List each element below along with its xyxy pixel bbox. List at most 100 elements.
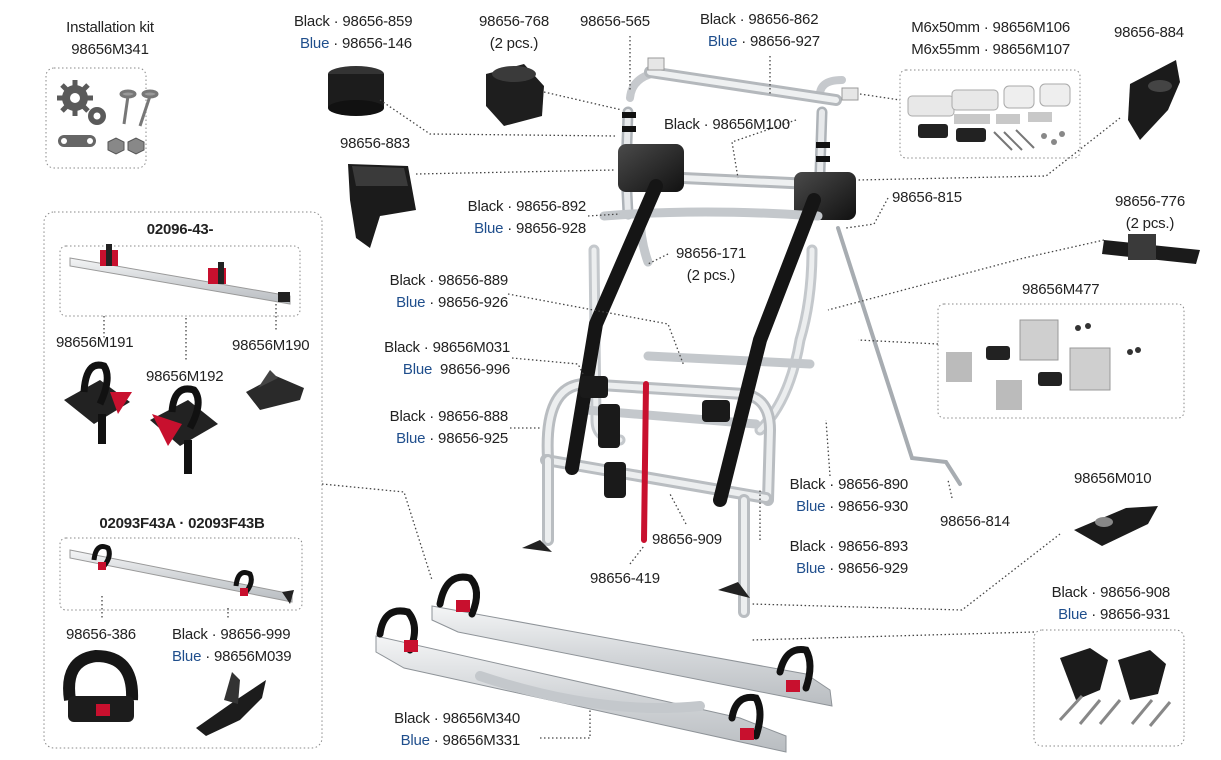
part-98656M340: Black · 98656M340 Blue · 98656M331 — [374, 708, 520, 752]
black-code: Black · 98656M031 — [384, 339, 510, 356]
part-98656-908: Black · 98656-908 Blue · 98656-931 — [1026, 582, 1171, 626]
screw-icon — [119, 89, 159, 127]
code: 98656-171 — [676, 245, 746, 262]
blue-code: · 98656-925 — [425, 430, 508, 447]
blue-code: · 98656-146 — [329, 35, 412, 52]
wheel-strap-386-illustration — [63, 649, 139, 722]
part-98656M190: 98656M190 — [232, 337, 310, 354]
tension-strap-776-illustration — [1102, 234, 1200, 264]
blue-code: 98656-996 — [432, 361, 510, 378]
part-98656-814: 98656-814 — [940, 513, 1010, 530]
part-98656-883: 98656-883 — [340, 135, 410, 152]
quantity: (2 pcs.) — [1125, 215, 1175, 232]
black-code: Black · 98656-892 — [467, 198, 587, 215]
black-code: Black · 98656-908 — [1051, 584, 1171, 601]
blue-code: · 98656-926 — [425, 294, 508, 311]
blue-code: · 98656-927 — [737, 33, 820, 50]
blue-keyword: Blue — [402, 361, 433, 378]
nut-icon — [107, 137, 145, 155]
part-98656-884: 98656-884 — [1114, 24, 1184, 41]
part-98656-889: Black · 98656-889 Blue · 98656-926 — [362, 270, 509, 314]
part-98656-892: Black · 98656-892 Blue · 98656-928 — [440, 196, 587, 240]
black-code: Black · 98656-890 — [789, 476, 909, 493]
black-code: Black · 98656M340 — [394, 710, 520, 727]
rail-a-illustration — [69, 244, 291, 305]
wheel-holder-M010-illustration — [1074, 506, 1158, 546]
blue-keyword: Blue — [796, 498, 826, 515]
screw-set-label: M6x50mm · 98656M106 M6x55mm · 98656M107 — [880, 17, 1070, 61]
part-98656-862: Black · 98656-862 Blue · 98656-927 — [700, 9, 820, 53]
quantity: (2 pcs.) — [489, 35, 539, 52]
leader-lines — [101, 36, 1121, 739]
wall-bracket-884-illustration — [1128, 60, 1180, 140]
blue-code: · 98656M039 — [201, 648, 292, 665]
part-98656M010: 98656M010 — [1074, 470, 1152, 487]
part-98656-893: Black · 98656-893 Blue · 98656-929 — [766, 536, 909, 580]
rail-b-illustration — [69, 544, 294, 604]
part-98656M477: 98656M477 — [1022, 281, 1100, 298]
screw-55mm: M6x55mm · 98656M107 — [911, 41, 1070, 58]
quantity: (2 pcs.) — [686, 267, 736, 284]
code: 98656-776 — [1115, 193, 1185, 210]
blue-keyword: Blue — [396, 294, 426, 311]
blue-code: · 98656-931 — [1087, 606, 1170, 623]
part-98656-171: 98656-171 (2 pcs.) — [664, 243, 758, 287]
part-98656M192: 98656M192 — [146, 368, 224, 385]
black-code: Black · 98656-859 — [294, 13, 413, 30]
mounting-plate-set-M477-illustration — [946, 319, 1141, 410]
blue-keyword: Blue — [796, 560, 826, 577]
part-98656-815: 98656-815 — [892, 189, 962, 206]
wheel-holder-red-192-illustration — [150, 385, 218, 474]
black-code: Black · 98656-889 — [389, 272, 509, 289]
part-98656-386: 98656-386 — [66, 626, 136, 643]
chain-link-icon — [58, 135, 96, 147]
wheel-holder-red-191-illustration — [64, 361, 132, 444]
install-kit-code: 98656M341 — [71, 41, 149, 58]
screw-set-illustration — [907, 83, 1071, 151]
rail-b-code: 02093F43A · 02093F43B — [99, 515, 265, 532]
blue-keyword: Blue — [172, 648, 202, 665]
black-code: Black · 98656-893 — [789, 538, 909, 555]
install-kit-label: Installation kit 98656M341 — [60, 17, 160, 61]
part-98656M031: Black · 98656M031 Blue 98656-996 — [360, 337, 510, 381]
mounting-plate-frame — [937, 303, 1185, 419]
end-cap-859-illustration — [328, 66, 384, 116]
part-98656-565: 98656-565 — [580, 13, 650, 30]
part-98656-768: 98656-768 (2 pcs.) — [476, 11, 552, 55]
part-98656-888: Black · 98656-888 Blue · 98656-925 — [362, 406, 509, 450]
black-code: Black · 98656-888 — [389, 408, 509, 425]
part-98656-419: 98656-419 — [590, 570, 660, 587]
sleeve-768-illustration — [486, 64, 544, 126]
blue-code: · 98656-929 — [825, 560, 908, 577]
black-code: Black · 98656-862 — [700, 11, 819, 28]
end-plug-908-illustration — [1058, 648, 1172, 727]
part-98656-909: 98656-909 — [652, 531, 722, 548]
blue-keyword: Blue — [300, 35, 330, 52]
part-98656-859: Black · 98656-859 Blue · 98656-146 — [294, 11, 413, 55]
wheel-chock-999-illustration — [196, 672, 266, 736]
rail-sets-frame — [43, 211, 323, 749]
install-kit-name: Installation kit — [66, 19, 154, 36]
screw-50mm: M6x50mm · 98656M106 — [911, 19, 1070, 36]
code: 98656-768 — [479, 13, 549, 30]
blue-code: · 98656-930 — [825, 498, 908, 515]
bike-carrier-illustration — [375, 57, 962, 753]
gear-icon — [57, 80, 106, 125]
screw-set-frame — [899, 69, 1081, 159]
blue-code: · 98656-928 — [503, 220, 586, 237]
blue-code: · 98656M331 — [429, 732, 520, 749]
part-98656-776: 98656-776 (2 pcs.) — [1100, 191, 1200, 235]
blue-keyword: Blue — [1058, 606, 1088, 623]
black-code: Black · 98656-999 — [172, 626, 291, 643]
blue-keyword: Blue — [474, 220, 504, 237]
part-98656-999: Black · 98656-999 Blue · 98656M039 — [172, 624, 292, 668]
part-98656M191: 98656M191 — [56, 334, 134, 351]
part-98656M100: Black · 98656M100 — [664, 116, 790, 133]
blue-keyword: Blue — [708, 33, 738, 50]
part-98656-890: Black · 98656-890 Blue · 98656-930 — [766, 474, 909, 518]
rail-b-frame — [59, 537, 303, 611]
blue-keyword: Blue — [396, 430, 426, 447]
blue-keyword: Blue — [400, 732, 430, 749]
